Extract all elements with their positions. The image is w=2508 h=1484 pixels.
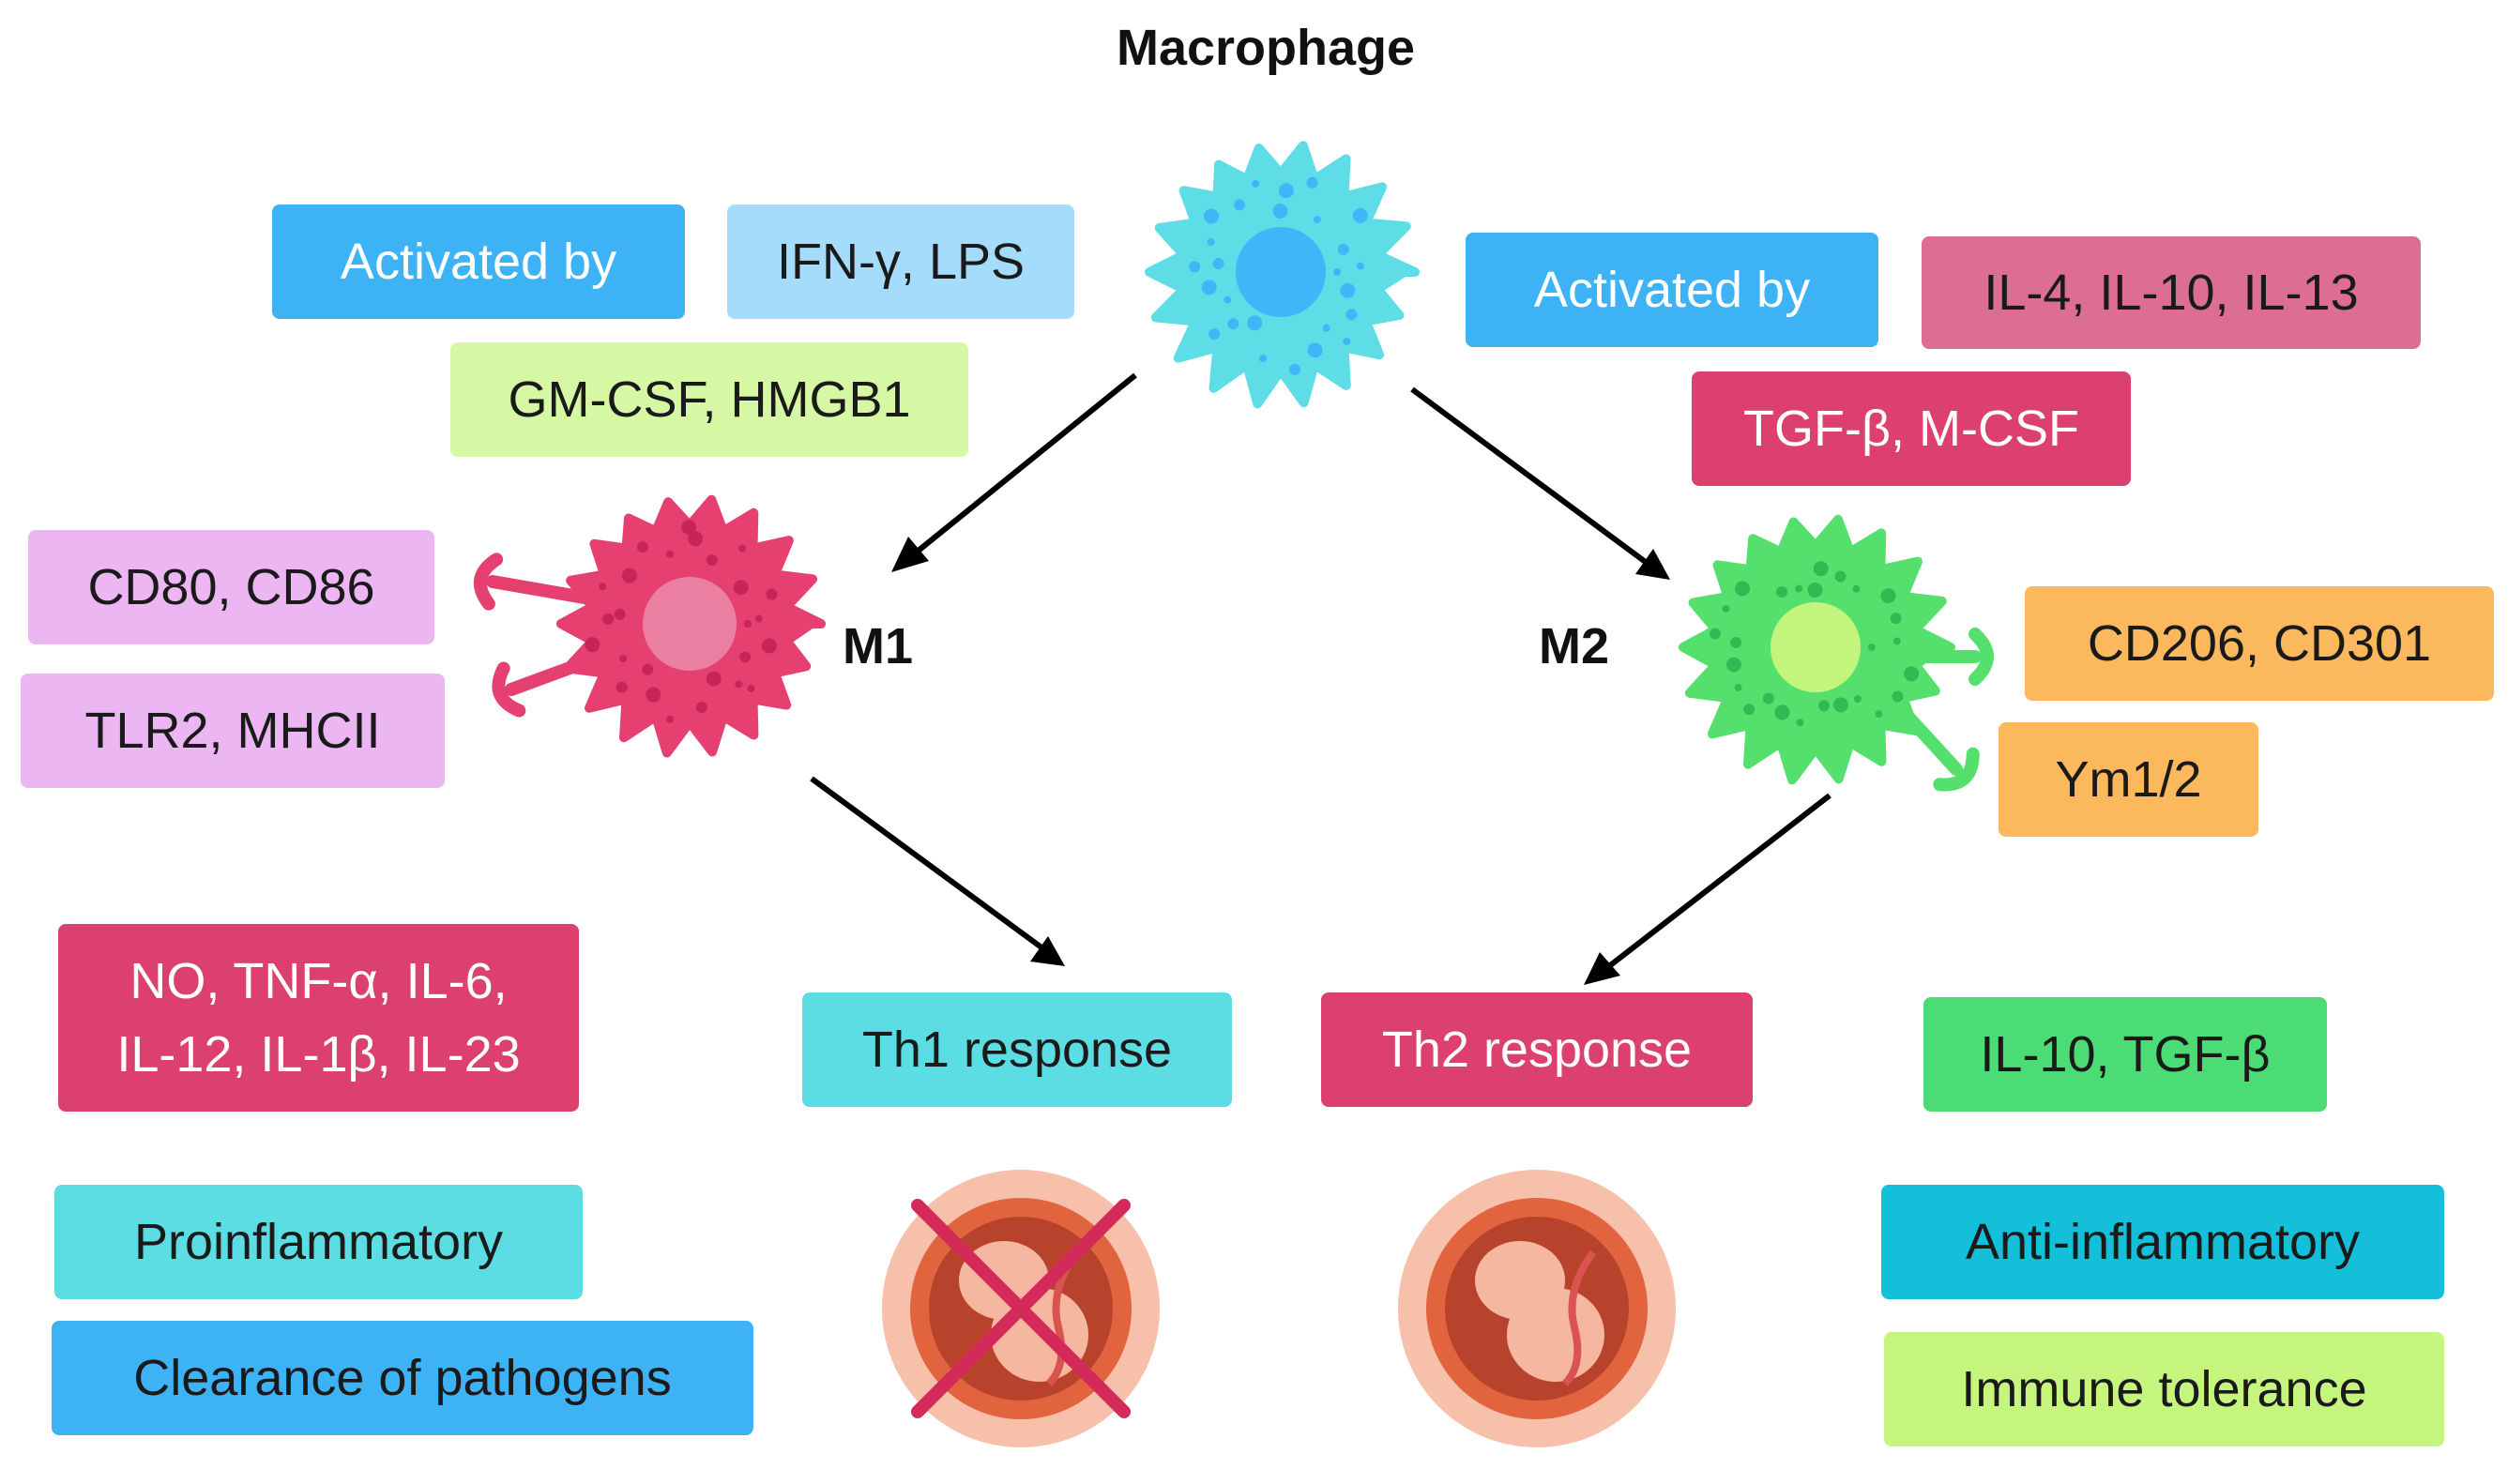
fetus-icon-crossed	[882, 1170, 1160, 1447]
diagram-title: Macrophage	[1117, 20, 1416, 76]
m2-marker-cd206: CD206, CD301	[2025, 586, 2494, 701]
th2-response-label: Th2 response	[1321, 992, 1753, 1107]
macrophage-cell-icon	[1145, 141, 1420, 409]
m1-activated-by-label: Activated by	[272, 204, 685, 319]
m2-label: M2	[1539, 618, 1610, 674]
m1-effect-clearance: Clearance of pathogens	[52, 1321, 753, 1435]
m2-cell-icon	[1678, 514, 1994, 792]
m1-cytokines-line2: IL-12, IL-1β, IL-23	[116, 1026, 521, 1083]
arrow-m1-to-th1	[810, 776, 1065, 966]
m2-activators-label: IL-4, IL-10, IL-13	[1922, 236, 2421, 349]
m2-cytokines-label: IL-10, TGF-β	[1923, 997, 2327, 1112]
fetus-icon-normal	[1398, 1170, 1676, 1447]
m1-activators-label: IFN-γ, LPS	[727, 204, 1074, 319]
m2-effect-antiinflammatory: Anti-inflammatory	[1881, 1185, 2444, 1299]
arrow-macrophage-to-m1	[891, 372, 1137, 572]
m2-marker-ym12: Ym1/2	[1999, 722, 2258, 837]
m2-activators2-label: TGF-β, M-CSF	[1692, 371, 2131, 486]
arrow-macrophage-to-m2	[1410, 386, 1670, 580]
m1-cell-icon	[473, 494, 826, 758]
m1-cytokines-line1: NO, TNF-α, IL-6,	[129, 952, 508, 1009]
m2-activated-by-label: Activated by	[1466, 233, 1878, 347]
m2-effect-tolerance: Immune tolerance	[1884, 1332, 2444, 1446]
m1-activators2-label: GM-CSF, HMGB1	[450, 342, 968, 457]
m1-effect-proinflammatory: Proinflammatory	[54, 1185, 583, 1299]
m1-marker-tlr2: TLR2, MHCII	[21, 674, 445, 788]
th1-response-label: Th1 response	[802, 992, 1232, 1107]
m1-cytokines-box: NO, TNF-α, IL-6, IL-12, IL-1β, IL-23	[58, 924, 579, 1112]
m1-marker-cd80: CD80, CD86	[28, 530, 434, 644]
arrow-m2-to-th2	[1584, 793, 1832, 985]
m1-label: M1	[843, 618, 914, 674]
